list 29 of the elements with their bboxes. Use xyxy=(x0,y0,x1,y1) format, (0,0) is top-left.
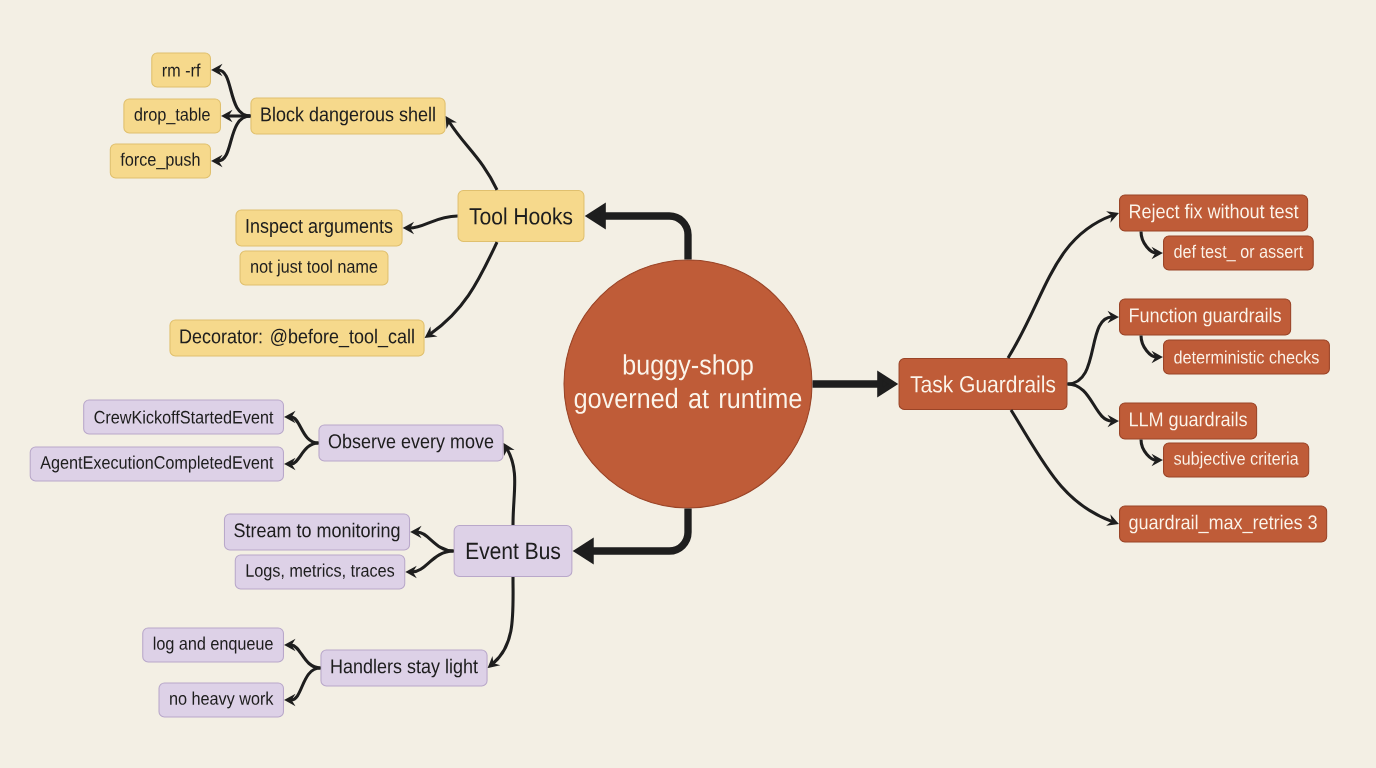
topic-box: LLM guardrails xyxy=(1119,402,1258,440)
detail-box: deterministic checks xyxy=(1163,339,1330,375)
detail-box: Logs, metrics, traces xyxy=(234,554,406,590)
detail-box: not just tool name xyxy=(239,250,389,286)
branch-box: Event Bus xyxy=(453,524,573,578)
detail-box: force_push xyxy=(109,143,211,179)
detail-box: no heavy work xyxy=(158,682,284,718)
topic-box: Stream to monitoring xyxy=(223,513,411,551)
detail-box: subjective criteria xyxy=(1163,442,1310,478)
detail-box: rm -rf xyxy=(151,52,211,88)
arrow xyxy=(1006,211,1119,359)
arrow xyxy=(1009,409,1119,526)
detail-box: drop_table xyxy=(123,98,221,134)
arrow xyxy=(503,443,517,525)
topic-box: Inspect arguments xyxy=(235,209,403,247)
arrow xyxy=(445,116,499,191)
topic-box: Decorator: @before_tool_call xyxy=(169,319,425,357)
topic-box: Block dangerous shell xyxy=(250,97,446,135)
topic-box: guardrail_max_retries 3 xyxy=(1119,505,1328,543)
detail-box: def test_ or assert xyxy=(1163,235,1314,271)
topic-box: Observe every move xyxy=(318,424,504,462)
branch-box: Tool Hooks xyxy=(457,189,585,243)
detail-box: log and enqueue xyxy=(142,627,284,663)
topic-box: Handlers stay light xyxy=(320,649,488,687)
detail-box: AgentExecutionCompletedEvent xyxy=(29,446,284,482)
topic-box: Reject fix without test xyxy=(1119,194,1309,232)
topic-box: Function guardrails xyxy=(1119,298,1292,336)
detail-box: CrewKickoffStartedEvent xyxy=(83,399,284,435)
branch-box: Task Guardrails xyxy=(898,357,1068,411)
